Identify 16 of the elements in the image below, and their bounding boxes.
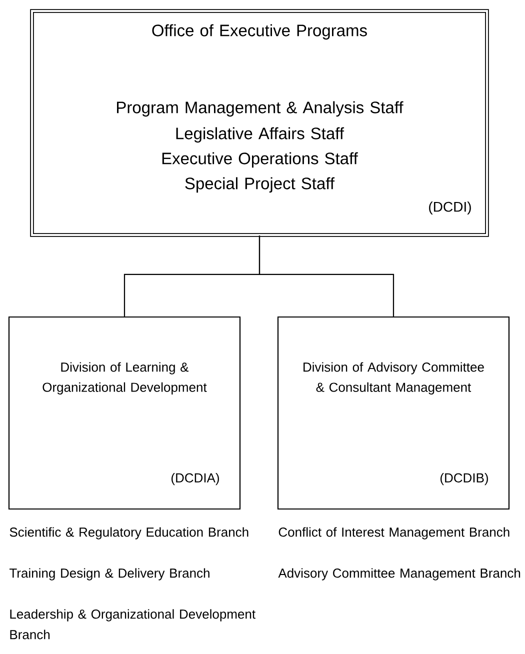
branch-name: Scientific & Regulatory Education Branch bbox=[10, 527, 248, 540]
office-code: (DCDIA) bbox=[172, 472, 219, 486]
connector bbox=[258, 235, 394, 316]
staff-name: Executive Operations Staff bbox=[162, 152, 358, 168]
branch-name: Leadership & Organizational Development Branch bbox=[10, 609, 256, 640]
box-title: Division of Learning & Organizational Development bbox=[42, 362, 207, 394]
office-code: (DCDIB) bbox=[440, 472, 488, 486]
staff-name: Legislative Affairs Staff bbox=[176, 127, 344, 143]
staff-name: Program Management & Analysis Staff bbox=[117, 101, 404, 117]
box-title: Office of Executive Programs bbox=[152, 24, 367, 40]
staff-name: Special Project Staff bbox=[185, 177, 335, 193]
office-code: (DCDI) bbox=[429, 201, 471, 215]
branch-name: Training Design & Delivery Branch bbox=[10, 568, 210, 580]
branch-name: Advisory Committee Management Branch bbox=[278, 568, 520, 580]
box-title: Division of Advisory Committee & Consultant Management bbox=[304, 362, 484, 394]
branch-name: Conflict of Interest Management Branch bbox=[278, 527, 510, 540]
